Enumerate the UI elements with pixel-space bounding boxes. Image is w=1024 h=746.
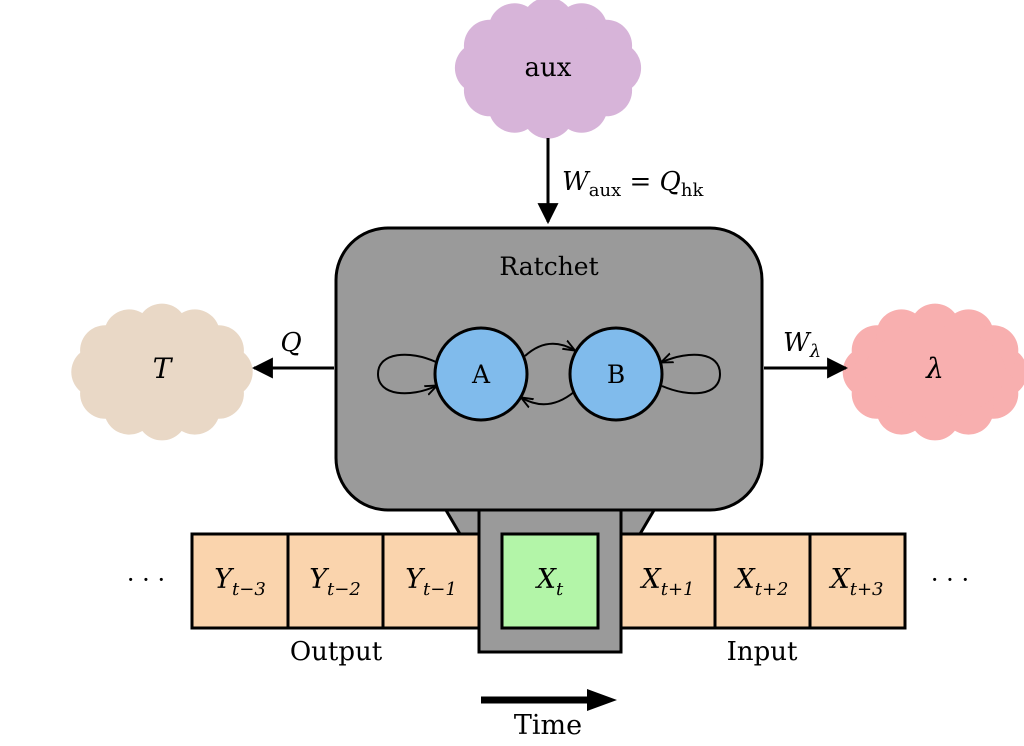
hk-heat-symbol: Q xyxy=(660,167,681,197)
tape-input-cell: Xt+1 xyxy=(619,532,717,630)
cloud-icon xyxy=(454,0,642,139)
tape-cell-label: Yt−1 xyxy=(405,564,457,600)
tape-output-cell: Yt−1 xyxy=(381,532,481,630)
thermal-reservoir-cloud-icon: T xyxy=(71,303,253,441)
cloud-core xyxy=(93,326,231,418)
time-indicator: Time xyxy=(481,689,617,741)
aux-reservoir-label: aux xyxy=(525,53,572,83)
aux-reservoir-cloud-icon: aux xyxy=(454,0,642,139)
cloud-core xyxy=(477,20,619,116)
work-label: Wλ xyxy=(783,328,821,362)
tape-cell-box xyxy=(619,532,717,630)
tape-cell-index: t−2 xyxy=(327,579,361,600)
time-arrowhead-icon xyxy=(587,689,617,711)
work-subscript: λ xyxy=(809,341,821,362)
ratchet-title: Ratchet xyxy=(499,252,598,281)
tape-cell-index: t−3 xyxy=(232,579,266,600)
state-b-node xyxy=(568,326,664,422)
input-label: Input xyxy=(727,637,798,667)
tape-cell-index: t−1 xyxy=(423,579,457,600)
aux-work-symbol: W xyxy=(562,167,591,197)
cloud-core xyxy=(864,326,1006,418)
state-a-node xyxy=(433,326,529,422)
tape-output-cell: Yt−2 xyxy=(286,532,385,630)
tape-current-cell: Xt xyxy=(500,532,600,630)
tape: Yt−3 Yt−2 Yt−1 Xt Xt+1 xyxy=(127,508,969,667)
tape-cell-box xyxy=(190,532,290,630)
tape-output-cell: Yt−3 xyxy=(190,532,290,630)
tape-cell-symbol: Y xyxy=(405,564,425,595)
tape-cell-index: t+1 xyxy=(661,579,695,600)
cloud-icon xyxy=(842,303,1024,441)
hk-heat-subscript: hk xyxy=(681,180,705,201)
transition-b-to-a-icon xyxy=(522,391,575,404)
tape-cell-symbol: X xyxy=(828,564,851,595)
cloud-icon xyxy=(71,303,253,441)
thermal-reservoir-label: T xyxy=(153,352,174,385)
tape-cell-index: t+2 xyxy=(755,579,789,600)
tape-cell-index: t xyxy=(556,579,564,600)
tape-cell-box xyxy=(713,532,812,630)
tape-cell-symbol: Y xyxy=(214,564,234,595)
heat-label: Q xyxy=(280,328,301,358)
tape-cell-symbol: X xyxy=(733,564,756,595)
aux-work-subscript: aux xyxy=(589,180,621,201)
work-reservoir-label: λ xyxy=(925,352,944,385)
work-symbol: W xyxy=(783,328,812,358)
self-loop-a-icon xyxy=(376,353,436,394)
tape-cell-box xyxy=(381,532,481,630)
tape-cell-label: Yt−3 xyxy=(214,564,266,600)
tape-cell-symbol: Y xyxy=(309,564,329,595)
aux-work-equals: = xyxy=(621,167,659,197)
current-cell-box xyxy=(500,532,600,630)
current-cell-label: Xt xyxy=(535,564,564,600)
transition-a-to-b-icon xyxy=(524,344,574,357)
work-reservoir-cloud-icon: λ xyxy=(842,303,1024,441)
tape-input-cell: Xt+2 xyxy=(713,532,812,630)
tape-ellipsis-left: · · · xyxy=(127,566,165,594)
state-b-label: B xyxy=(607,360,625,389)
tape-cell-box xyxy=(808,532,907,630)
tape-ellipsis-right: · · · xyxy=(931,566,969,594)
tape-cell-label: Xt+2 xyxy=(733,564,788,600)
tape-cell-label: Yt−2 xyxy=(309,564,361,600)
tape-cell-symbol: X xyxy=(639,564,662,595)
tape-input-cell: Xt+3 xyxy=(808,532,907,630)
tape-cell-index: t+3 xyxy=(850,579,884,600)
state-a-label: A xyxy=(471,360,491,389)
tape-cell-symbol: X xyxy=(535,564,558,595)
aux-work-label: Waux = Qhk xyxy=(562,167,704,201)
self-loop-b-icon xyxy=(662,355,722,395)
time-label: Time xyxy=(514,710,582,741)
tape-cell-label: Xt+1 xyxy=(639,564,694,600)
output-label: Output xyxy=(290,637,383,667)
tape-cell-label: Xt+3 xyxy=(828,564,883,600)
